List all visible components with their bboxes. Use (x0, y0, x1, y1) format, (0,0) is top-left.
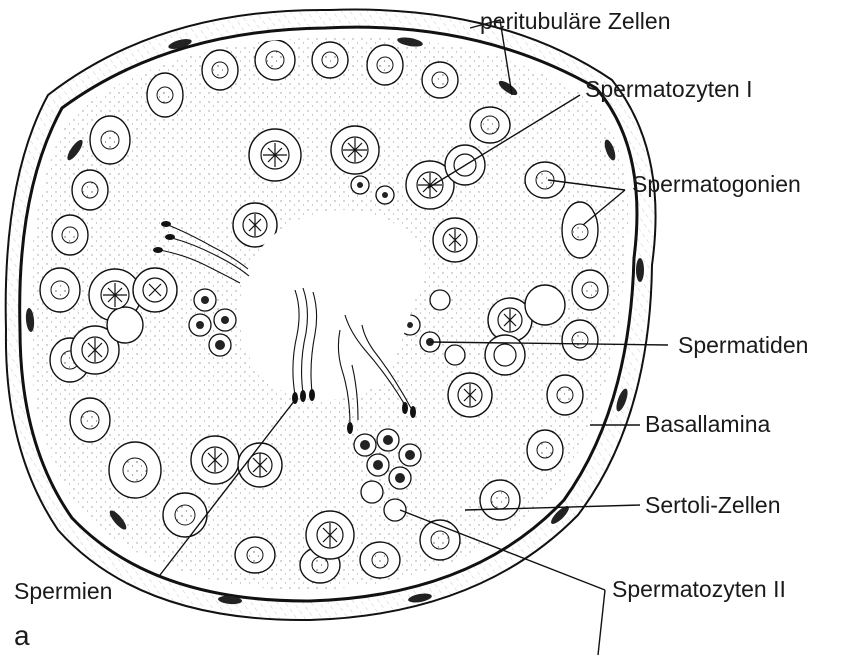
leader-tick (598, 590, 605, 655)
label-sertoli: Sertoli-Zellen (645, 494, 781, 517)
label-spermatids: Spermatiden (678, 334, 808, 357)
label-basal-lamina: Basallamina (645, 413, 770, 436)
label-spermatocytes-2: Spermatozyten II (612, 578, 786, 601)
label-spermatocytes-1: Spermatozyten I (585, 78, 752, 101)
label-sperm: Spermien (14, 580, 112, 603)
label-spermatogonia: Spermatogonien (632, 173, 801, 196)
label-peritubular: peritubuläre Zellen (480, 10, 671, 33)
panel-letter: a (14, 622, 30, 650)
